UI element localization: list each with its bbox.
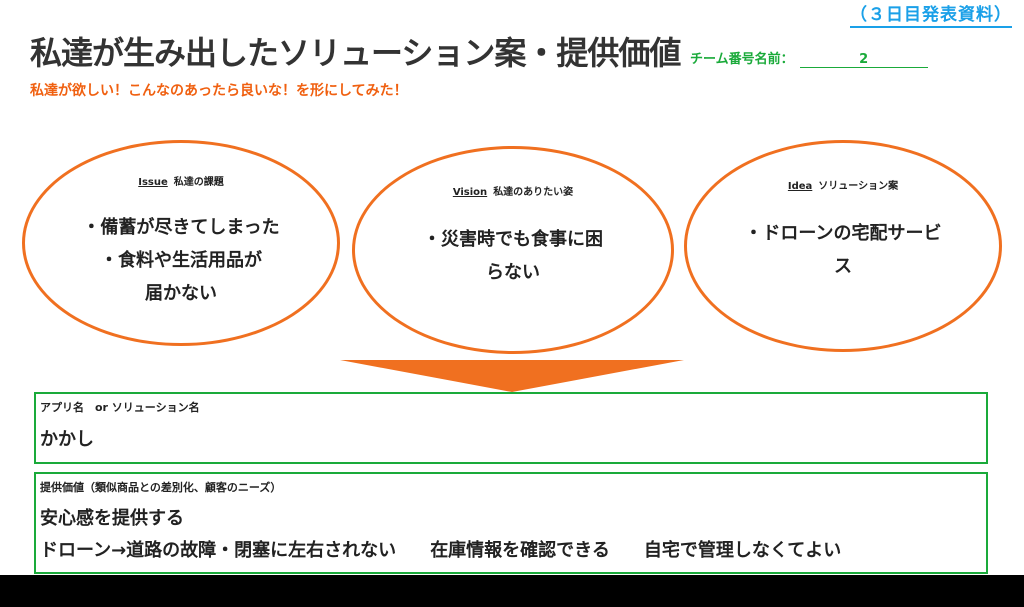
app-name-box: アプリ名 or ソリューション名 かかし xyxy=(34,392,988,464)
value-proposition-line2: ドローン→道路の故障・閉塞に左右されない 在庫情報を確認できる 自宅で管理しなくてよ… xyxy=(40,536,841,562)
issue-heading: Issue 私達の課題 xyxy=(25,173,337,188)
vision-line: らない xyxy=(486,262,540,283)
team-label: チーム番号名前： 2 xyxy=(690,48,928,68)
issue-line: ・食料や生活用品が xyxy=(100,250,262,271)
vision-heading-en: Vision xyxy=(452,187,488,198)
bottom-bar xyxy=(0,575,1024,607)
down-arrow-icon xyxy=(340,360,684,392)
idea-body: ・ドローンの宅配サービ ス xyxy=(733,217,953,283)
vision-heading-ja: 私達のありたい姿 xyxy=(493,187,574,198)
idea-heading: Idea ソリューション案 xyxy=(687,177,999,192)
idea-line: ス xyxy=(834,256,852,277)
issue-body: ・備蓄が尽きてしまった ・食料や生活用品が 届かない xyxy=(45,211,317,310)
app-name-value: かかし xyxy=(40,429,94,450)
idea-heading-ja: ソリューション案 xyxy=(818,181,899,192)
doc-tag: （３日目発表資料） xyxy=(850,4,1012,28)
issue-line: ・備蓄が尽きてしまった xyxy=(82,217,280,238)
idea-bubble: Idea ソリューション案 ・ドローンの宅配サービ ス xyxy=(684,140,1002,352)
app-name-label: アプリ名 or ソリューション名 xyxy=(40,401,200,414)
value-proposition-line1: 安心感を提供する xyxy=(40,508,184,529)
vision-heading: Vision 私達のありたい姿 xyxy=(355,183,671,198)
subtitle: 私達が欲しい！こんなのあったら良いな！を形にしてみた！ xyxy=(30,83,408,99)
slide: （３日目発表資料） 私達が生み出したソリューション案・提供価値 チーム番号名前：… xyxy=(22,4,1012,574)
idea-heading-en: Idea xyxy=(787,181,813,192)
value-point: 在庫情報を確認できる xyxy=(430,540,610,561)
vision-bubble: Vision 私達のありたい姿 ・災害時でも食事に困 らない xyxy=(352,146,674,354)
value-point: ドローン→道路の故障・閉塞に左右されない xyxy=(40,540,397,561)
team-label-text: チーム番号名前： xyxy=(690,52,794,67)
issue-line: 届かない xyxy=(145,283,217,304)
vision-body: ・災害時でも食事に困 らない xyxy=(401,223,625,289)
value-proposition-box: 提供価値（類似商品との差別化、顧客のニーズ） 安心感を提供する ドローン→道路の… xyxy=(34,472,988,574)
issue-heading-ja: 私達の課題 xyxy=(173,177,224,188)
vision-line: ・災害時でも食事に困 xyxy=(423,229,603,250)
value-proposition-label: 提供価値（類似商品との差別化、顧客のニーズ） xyxy=(40,481,282,494)
value-point: 自宅で管理しなくてよい xyxy=(643,540,842,561)
team-number: 2 xyxy=(799,52,928,68)
issue-heading-en: Issue xyxy=(138,177,168,188)
page-title: 私達が生み出したソリューション案・提供価値 xyxy=(30,34,681,72)
issue-bubble: Issue 私達の課題 ・備蓄が尽きてしまった ・食料や生活用品が 届かない xyxy=(22,140,340,346)
idea-line: ・ドローンの宅配サービ xyxy=(744,223,942,244)
